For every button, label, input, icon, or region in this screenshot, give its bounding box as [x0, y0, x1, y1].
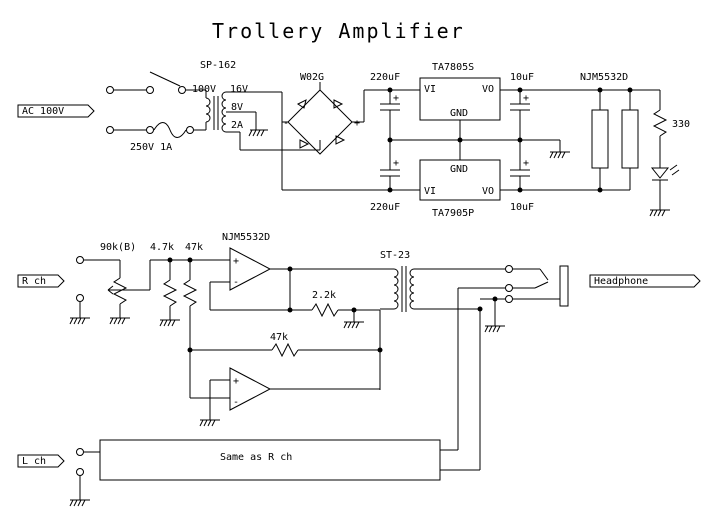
svg-text:+: + [393, 93, 399, 104]
r3-label: 47k [270, 332, 288, 343]
resistor-4-7k [162, 279, 178, 307]
ground-symbol [248, 129, 268, 137]
ac-terminal-top [106, 86, 114, 94]
l-ch-block [99, 439, 441, 481]
l-ch-label: L ch [22, 456, 46, 467]
opamp-2 [229, 367, 272, 411]
amplifier: R ch 90k(B) 4.7k 47k [17, 232, 701, 507]
resistor-2-2k [311, 302, 339, 318]
fuse [153, 122, 187, 138]
svg-text:VI: VI [424, 84, 436, 95]
transformer-secondary [221, 91, 227, 133]
l-ch-input-connector [17, 454, 65, 468]
cap-in-bottom-label: 220uF [370, 202, 400, 213]
switch-contact-right [178, 86, 186, 94]
resistor-47k-feedback [271, 342, 299, 358]
headphone-output-connector [589, 274, 701, 288]
svg-text:-: - [233, 397, 239, 408]
volume-pot [112, 277, 128, 305]
switch-contact-left [146, 86, 154, 94]
opamp-supply-block-1 [591, 109, 609, 169]
opamp-supply-label: NJM5532D [580, 72, 628, 83]
ground-symbol [69, 499, 90, 507]
svg-text:+: + [233, 376, 239, 387]
r2-label: 47k [185, 242, 203, 253]
svg-text:VO: VO [482, 84, 494, 95]
bridge-minus: - [283, 118, 289, 129]
opamp-supply-block-2 [621, 109, 639, 169]
led-resistor-label: 330 [672, 119, 690, 130]
transformer-primary [205, 97, 211, 123]
ac-input-label: AC 100V [22, 106, 64, 117]
svg-text:GND: GND [450, 164, 468, 175]
same-as-label: Same as R ch [220, 452, 292, 463]
r-ch-terminal [76, 256, 84, 264]
ground-symbol [69, 317, 90, 325]
bridge-label: W02G [300, 72, 324, 83]
bridge-rectifier [287, 89, 353, 155]
opamp-1 [229, 247, 272, 291]
led-icon [650, 167, 670, 179]
ground-symbol [199, 419, 220, 427]
opamp-label: NJM5532D [222, 232, 270, 243]
cap-in-top-label: 220uF [370, 72, 400, 83]
ground-symbol [343, 321, 364, 329]
output-transformer-label: ST-23 [380, 250, 410, 261]
ac-input-connector [17, 104, 95, 118]
fuse-rating: 250V 1A [130, 142, 172, 153]
r-ch-input-connector [17, 274, 65, 288]
ground-symbol [484, 325, 505, 333]
reg-pos-label: TA7805S [432, 62, 474, 73]
page-title: Trollery Amplifier [212, 19, 465, 43]
bridge-plus: + [354, 118, 360, 129]
power-switch [149, 71, 181, 87]
ground-symbol [649, 209, 670, 217]
headphone-jack [559, 265, 569, 307]
tap-2a: 2A [231, 120, 243, 131]
svg-text:+: + [523, 93, 529, 104]
r1-label: 4.7k [150, 242, 174, 253]
l-ch-terminal [76, 448, 84, 456]
jack-tip-contact [505, 265, 513, 273]
tap-16v: 16V [230, 84, 248, 95]
feedback-r-label: 2.2k [312, 290, 336, 301]
power-supply: AC 100V 250V 1A SP-162 100V 16V 8V 2A [17, 60, 690, 219]
svg-text:+: + [393, 158, 399, 169]
headphone-label: Headphone [594, 276, 648, 287]
tap-100v: 100V [192, 84, 216, 95]
svg-text:-: - [233, 277, 239, 288]
transformer-label: SP-162 [200, 60, 236, 71]
regulator-negative [419, 159, 501, 201]
ac-terminal-bottom [106, 126, 114, 134]
svg-text:GND: GND [450, 108, 468, 119]
cap-out-bottom-label: 10uF [510, 202, 534, 213]
output-transformer-secondary [409, 268, 415, 310]
output-transformer-primary [393, 268, 399, 310]
svg-text:+: + [233, 256, 239, 267]
ground-symbol [159, 319, 180, 327]
svg-text:VI: VI [424, 186, 436, 197]
r-ch-label: R ch [22, 276, 46, 287]
ground-symbol [549, 151, 570, 159]
ground-symbol [109, 317, 130, 325]
svg-text:VO: VO [482, 186, 494, 197]
reg-neg-label: TA7905P [432, 208, 474, 219]
led-resistor [652, 109, 668, 137]
pot-label: 90k(B) [100, 242, 136, 253]
svg-text:+: + [523, 158, 529, 169]
tap-8v: 8V [231, 102, 243, 113]
resistor-47k-bias [182, 279, 198, 307]
cap-out-top-label: 10uF [510, 72, 534, 83]
